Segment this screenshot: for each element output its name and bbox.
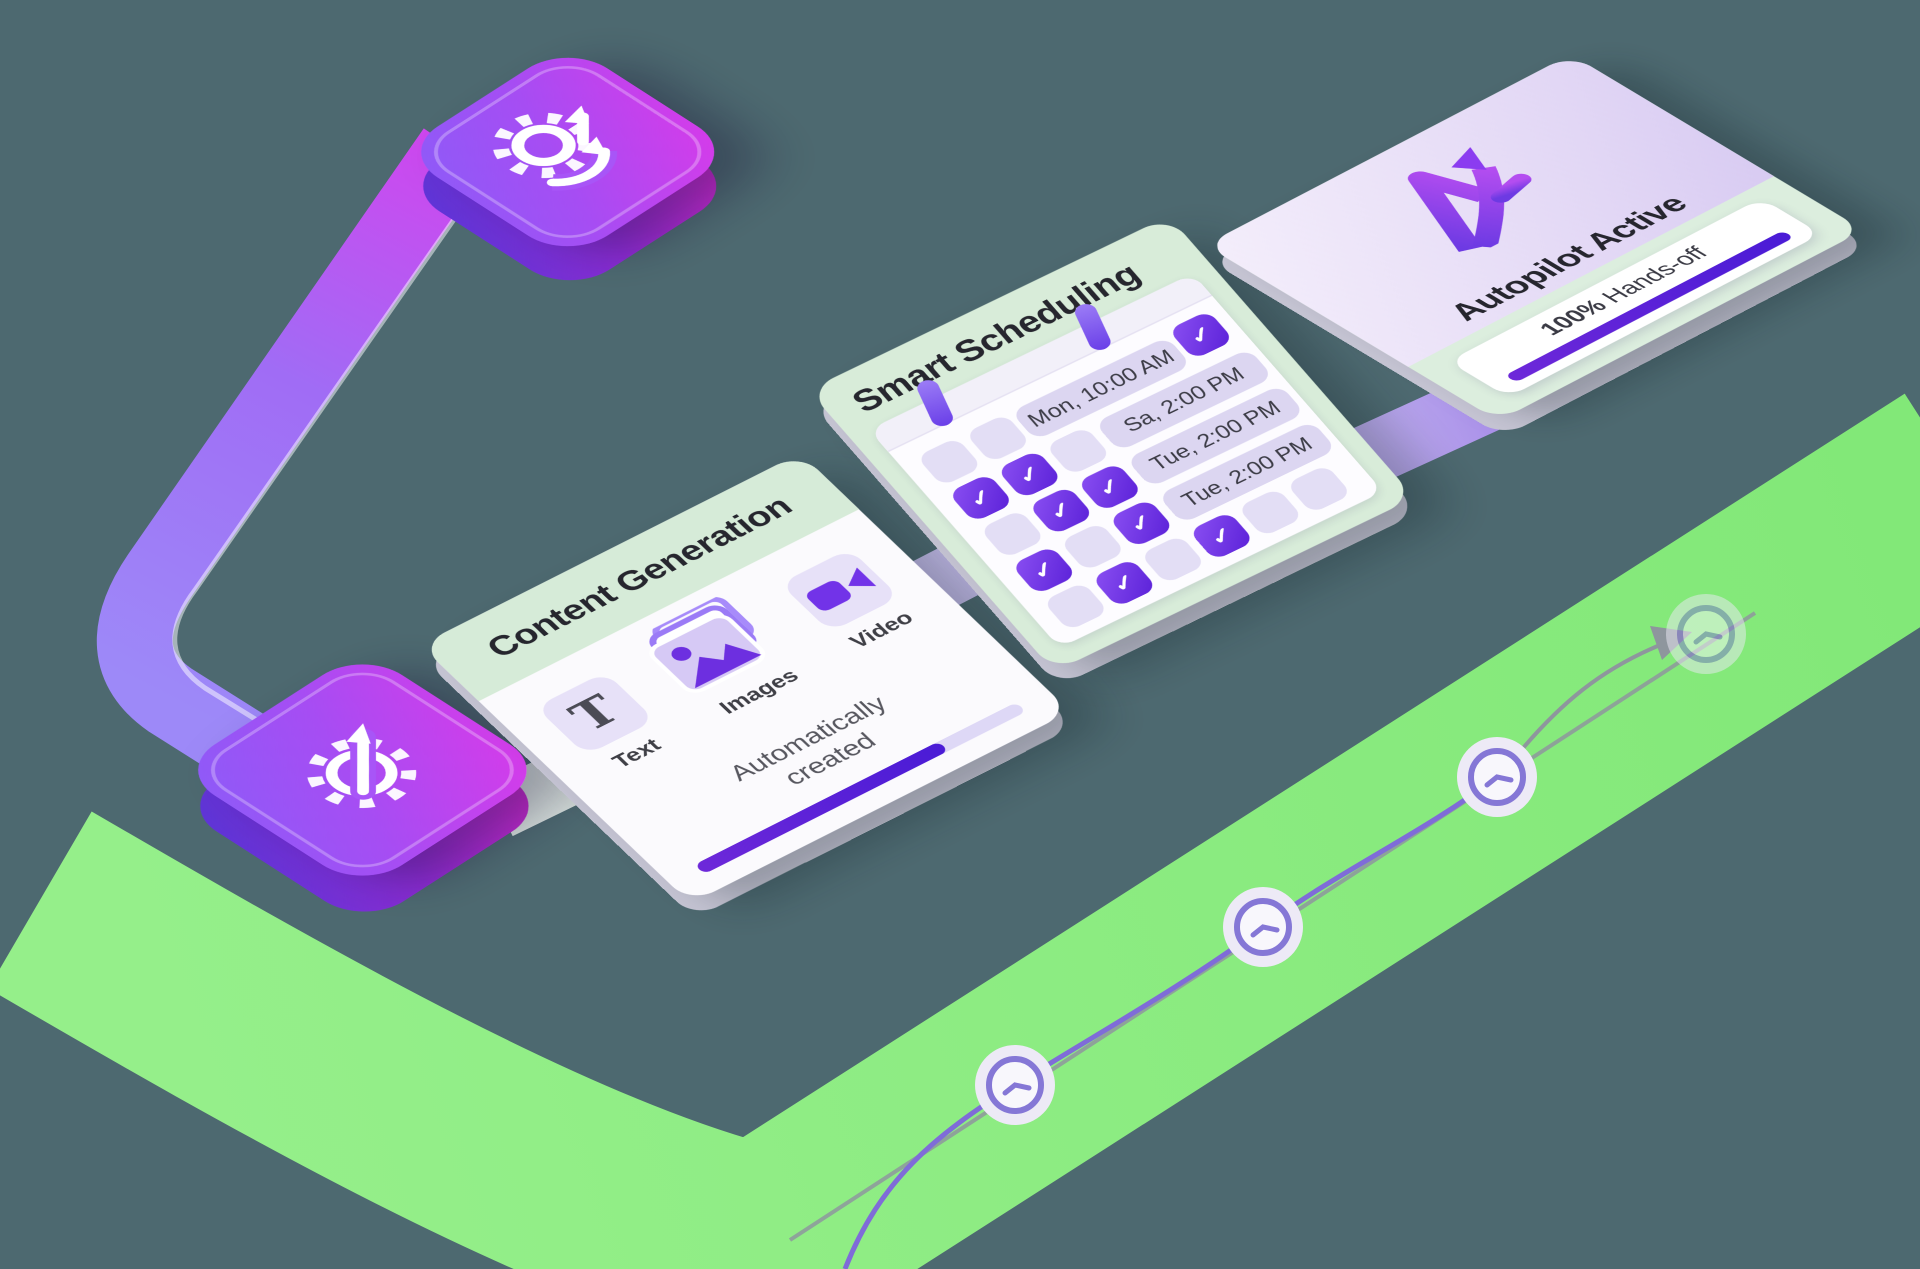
- content-type-video: Video: [780, 548, 925, 656]
- calendar-cell: [1059, 522, 1127, 572]
- gear-sync-icon: [492, 105, 618, 191]
- timeline-wavy-line: [842, 775, 1499, 1269]
- calendar-cell: [1285, 464, 1353, 514]
- calendar-check-cell: [1108, 498, 1175, 548]
- green-timeline-band: [0, 393, 1920, 1269]
- content-type-row: T Text Images: [502, 526, 945, 790]
- calendar-check-cell: [1076, 462, 1144, 512]
- images-icon: [649, 597, 766, 693]
- engine-tile-face: [175, 649, 550, 891]
- video-icon: [780, 548, 901, 632]
- autopilot-logo-panel: Autopilot Active: [1205, 54, 1774, 367]
- calendar-cell: [916, 437, 983, 487]
- automation-tile-face: [398, 42, 738, 262]
- autopilot-logo: [1407, 147, 1532, 252]
- purple-ribbon: [96, 128, 487, 878]
- calendar-cell: [1042, 581, 1109, 632]
- calendar-check-cell: [1188, 511, 1255, 561]
- content-generation-face: Content Generation T Text: [420, 453, 1071, 904]
- clock-icon: [975, 1045, 1055, 1125]
- timeline-arrow-curve: [1503, 643, 1661, 772]
- calendar-cell: [1045, 426, 1112, 476]
- calendar-check-cell: [947, 473, 1015, 523]
- calendar-check-cell: [1091, 558, 1158, 608]
- clock-icon: [1457, 737, 1537, 817]
- calendar-check-cell: [996, 449, 1063, 500]
- content-type-images: Images: [632, 591, 816, 724]
- clock-icon-ghost: [1666, 594, 1746, 674]
- purple-ribbon-highlight: [172, 173, 488, 821]
- calendar-check-cell: [1010, 545, 1078, 595]
- gear-arrow-icon: [306, 723, 417, 809]
- clock-icon: [1223, 887, 1303, 967]
- autopilot-face: Autopilot Active 100% Hands-off: [1205, 54, 1864, 421]
- calendar-cell: [1139, 534, 1207, 585]
- calendar-cell: [1237, 487, 1304, 538]
- calendar-check-cell: [1028, 485, 1095, 536]
- content-type-text: T Text: [535, 671, 680, 780]
- calendar-cell: [979, 509, 1046, 559]
